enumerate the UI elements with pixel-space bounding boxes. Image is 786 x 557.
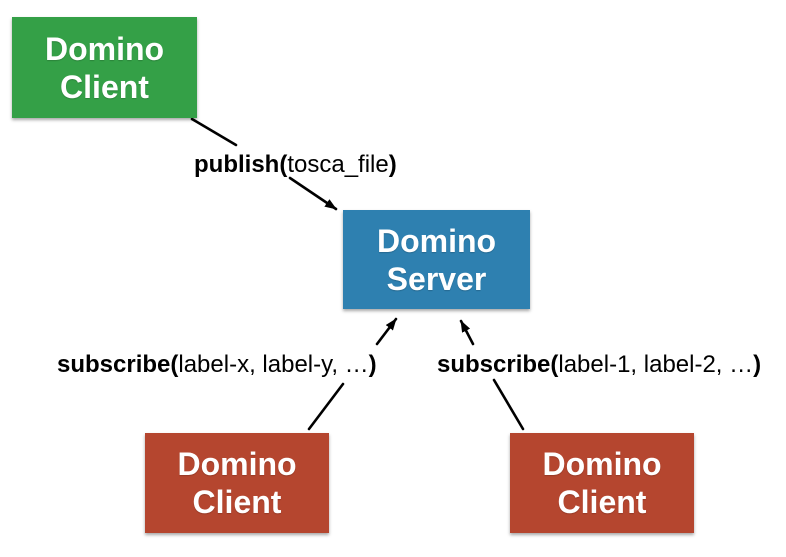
node-domino-client-publisher: Domino Client	[12, 17, 197, 118]
edge-label-close: )	[388, 151, 397, 178]
node-label-line: Client	[557, 484, 647, 520]
edge-label-args: label-1, label-2, …	[558, 351, 754, 378]
edge-label-function: subscribe(	[57, 351, 179, 378]
node-domino-server: Domino Server	[343, 210, 530, 309]
node-label-line: Domino	[177, 446, 297, 482]
edge-label-close: )	[368, 351, 377, 378]
subscribe-right-edge-label: subscribe(label-1, label-2, …)	[437, 351, 761, 379]
node-domino-client-subscriber-right: Domino Client	[510, 433, 694, 533]
node-label-line: Client	[192, 484, 282, 520]
node-label-line: Domino	[542, 446, 662, 482]
node-label-line: Domino	[376, 222, 497, 259]
edge-label-args: label-x, label-y, …	[178, 351, 369, 378]
subscribe-left-arrow-lower-segment	[307, 382, 345, 431]
node-label-line: Domino	[44, 30, 165, 67]
edge-label-args: tosca_file	[287, 151, 389, 178]
subscribe-right-arrow-lower-segment	[492, 378, 525, 431]
subscribe-left-arrow-upper-segment	[375, 317, 398, 346]
node-label-line: Client	[60, 68, 149, 105]
edge-label-function: subscribe(	[437, 351, 559, 378]
node-label-line: Server	[386, 260, 487, 297]
edge-label-close: )	[753, 351, 762, 378]
publish-arrow-lower-segment	[288, 176, 338, 211]
edge-label-function: publish(	[194, 151, 288, 178]
subscribe-right-arrow-upper-segment	[459, 319, 475, 346]
publish-arrow-upper-segment	[190, 117, 238, 147]
node-domino-client-subscriber-left: Domino Client	[145, 433, 329, 533]
subscribe-left-edge-label: subscribe(label-x, label-y, …)	[57, 351, 377, 379]
publish-edge-label: publish(tosca_file)	[194, 151, 397, 179]
